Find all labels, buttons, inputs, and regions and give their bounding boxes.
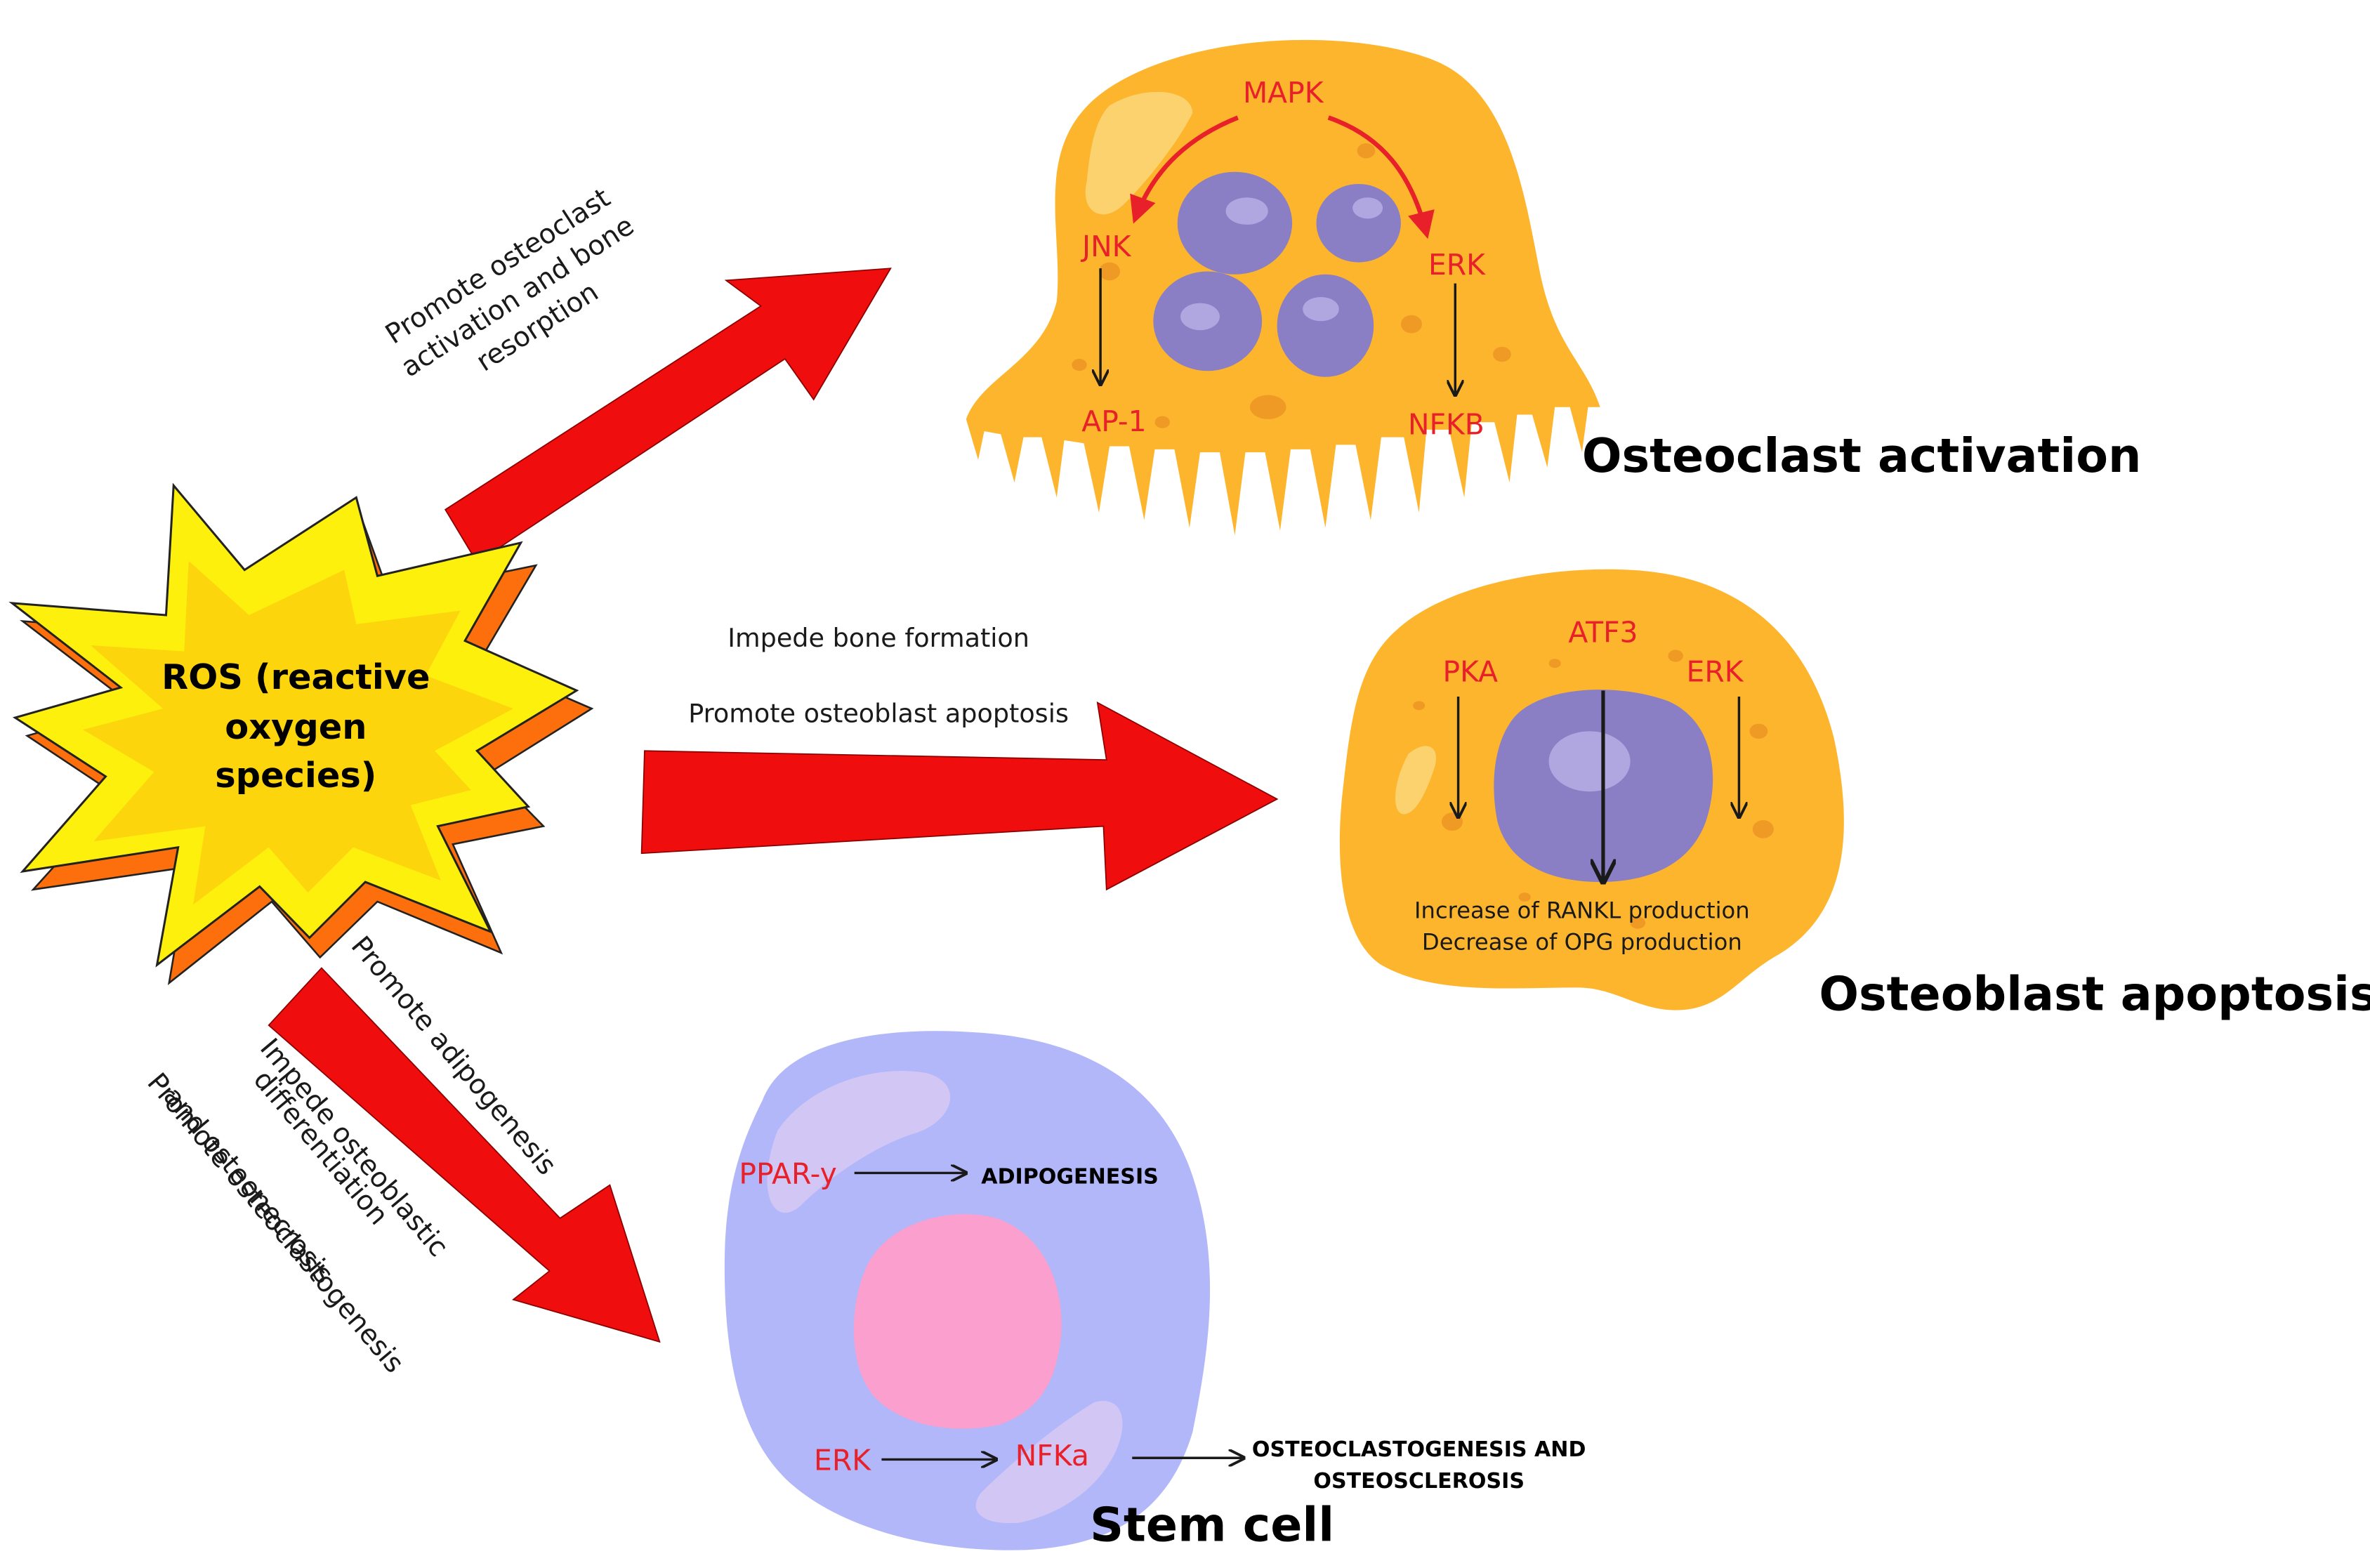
ppar-label: PPAR-y	[739, 1157, 836, 1191]
atf3-label: ATF3	[1568, 616, 1638, 650]
middle-label-line1: Impede bone formation	[728, 623, 1029, 653]
osteoclast-title: Osteoclast activation	[1582, 428, 2142, 483]
lower-red-arrow	[268, 967, 661, 1343]
mapk-label: MAPK	[1243, 76, 1324, 110]
nfkb-label: NFKB	[1408, 407, 1484, 441]
osteoblast-highlight	[1395, 746, 1437, 815]
ap1-label: AP-1	[1081, 404, 1146, 438]
ros-label-line1: ROS (reactive	[162, 657, 430, 697]
stem-title: Stem cell	[1090, 1497, 1334, 1552]
mapk-to-jnk-arrow	[1130, 115, 1239, 224]
adipogenesis-label: ADIPOGENESIS	[981, 1165, 1159, 1190]
osteoclast-highlight	[1085, 91, 1193, 215]
mapk-to-erk-arrow	[1327, 115, 1435, 239]
erk-label-osteoclast: ERK	[1428, 248, 1486, 282]
ros-label-line2: oxygen	[225, 706, 367, 747]
osteoblast-cell: ATF3 PKA ERK Increase of RANKL productio…	[1339, 569, 1844, 1010]
osteoblast-title: Osteoblast apoptosis	[1819, 967, 2370, 1022]
ros-star-inner	[83, 560, 513, 905]
stem-nucleus	[853, 1214, 1062, 1429]
stem-cell: PPAR-y ADIPOGENESIS ERK NFKa	[724, 1031, 1244, 1550]
middle-red-arrow	[640, 701, 1279, 891]
osteoclast-cell: MAPK JNK ERK AP-1 NFKB	[966, 39, 1600, 536]
stem-outcome-line2: OSTEOSCLEROSIS	[1313, 1469, 1525, 1494]
ros-starburst: ROS (reactive oxygen species)	[8, 482, 594, 986]
rankl-effect-text: Increase of RANKL production	[1414, 897, 1750, 924]
ros-label-line3: species)	[215, 755, 376, 796]
pka-label: PKA	[1442, 655, 1498, 689]
stem-outcome-line1: OSTEOCLASTOGENESIS AND	[1252, 1437, 1586, 1462]
osteoclast-nuclei	[1153, 171, 1401, 377]
opg-effect-text: Decrease of OPG production	[1422, 929, 1742, 956]
stem-highlight-bottom	[975, 1401, 1123, 1524]
upper-red-arrow	[444, 268, 892, 564]
nfka-label: NFKa	[1015, 1439, 1089, 1473]
upper-arrow-labels: Promote osteoclast activation and bone r…	[380, 182, 640, 383]
middle-label-line2: Promote osteoblast apoptosis	[688, 698, 1069, 728]
stem-highlight-top	[767, 1071, 951, 1213]
erk-label-stem: ERK	[814, 1443, 871, 1477]
osteoclast-body	[966, 39, 1600, 536]
jnk-label: JNK	[1080, 230, 1132, 263]
erk-label-osteoblast: ERK	[1687, 655, 1744, 689]
